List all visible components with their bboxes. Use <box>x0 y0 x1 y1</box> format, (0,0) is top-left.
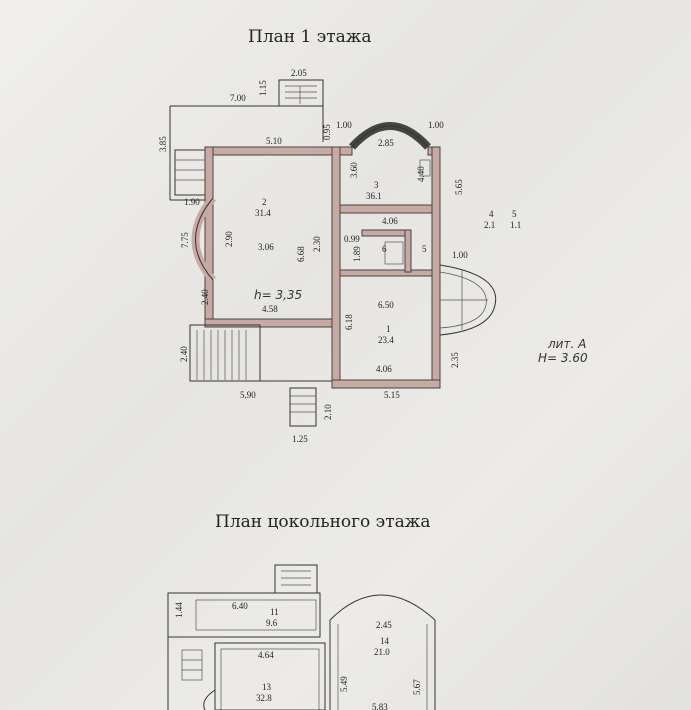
height-note: h= 3,35 <box>254 288 302 302</box>
room-number: 1 <box>386 324 391 334</box>
dim-label: 5.90 <box>240 390 256 400</box>
room-area: 21.0 <box>374 647 390 657</box>
dim-label: 4.06 <box>376 364 392 374</box>
bottom-porch <box>289 387 317 427</box>
lit-label: лит. А <box>547 337 586 351</box>
dim-label: 4.64 <box>258 650 274 660</box>
dim-label: 3.06 <box>258 242 274 252</box>
dim-label: 6.68 <box>296 246 306 262</box>
spiral-stair <box>439 264 497 336</box>
dim-label: 3.60 <box>349 162 359 178</box>
bath-fixture <box>384 241 404 265</box>
dim-label: 5.83 <box>372 702 388 710</box>
dim-label: 2.85 <box>378 138 394 148</box>
dim-label: 0.99 <box>344 234 360 244</box>
dim-label: 1.89 <box>352 246 362 262</box>
dim-label: 6.50 <box>378 300 394 310</box>
room-number: 6 <box>382 244 387 254</box>
dim-label: 2.30 <box>312 236 322 252</box>
plan2-title: План цокольного этажа <box>215 512 431 532</box>
room-number: 11 <box>270 607 279 617</box>
room-area: 23.4 <box>378 335 394 345</box>
dim-label: 1.00 <box>428 120 444 130</box>
dim-label: 5.65 <box>454 179 464 195</box>
room-number: 2 <box>262 197 267 207</box>
room-area: 1.1 <box>510 220 521 230</box>
dim-label: 2.90 <box>224 231 234 247</box>
room-area: 32.8 <box>256 693 272 703</box>
room-number: 4 <box>489 209 494 219</box>
dim-label: 0.95 <box>322 124 332 140</box>
lit-height: H= 3.60 <box>538 351 588 365</box>
dim-label: 4.06 <box>382 216 398 226</box>
room-area: 2.1 <box>484 220 495 230</box>
dim-label: 1.00 <box>336 120 352 130</box>
room-number: 5 <box>512 209 517 219</box>
dim-label: 2.10 <box>323 404 333 420</box>
dim-label: 5.49 <box>339 676 349 692</box>
dim-label: 1.44 <box>174 602 184 618</box>
dim-label: 5.10 <box>266 136 282 146</box>
top-porch <box>278 79 324 107</box>
room-area: 36.1 <box>366 191 382 201</box>
room-number: 3 <box>374 180 379 190</box>
dim-label: 1.90 <box>184 197 200 207</box>
dim-label: 2.40 <box>200 289 210 305</box>
room-number: 5 <box>422 244 427 254</box>
dim-label: 7.00 <box>230 93 246 103</box>
lower-left-stairs <box>189 324 261 382</box>
dim-label: 6.18 <box>344 314 354 330</box>
room-area: 31.4 <box>255 208 271 218</box>
dim-label: 5.67 <box>412 679 422 695</box>
dim-label: 7.75 <box>180 232 190 248</box>
dim-label: 3.85 <box>158 136 168 152</box>
dim-label: 1.15 <box>258 80 268 96</box>
room-number: 13 <box>262 682 272 692</box>
main-walls <box>204 122 441 389</box>
dim-label: 1.25 <box>292 434 308 444</box>
dim-label: 2.05 <box>291 68 307 78</box>
dim-label: 6.40 <box>232 601 248 611</box>
basement-walls <box>167 564 436 710</box>
left-stairs <box>174 149 206 196</box>
dim-label: 2.45 <box>376 620 392 630</box>
kitchen-fixture <box>419 159 431 177</box>
dim-label: 5.15 <box>384 390 400 400</box>
dim-label: 1.00 <box>452 250 468 260</box>
room-area: 9.6 <box>266 618 278 628</box>
dim-label: 4.58 <box>262 304 278 314</box>
dim-label: 4.40 <box>416 166 426 182</box>
terrace-outline <box>170 105 324 142</box>
plan1-title: План 1 этажа <box>248 27 372 47</box>
dim-label: 2.40 <box>179 346 189 362</box>
room-number: 14 <box>380 636 390 646</box>
dim-label: 2.35 <box>450 352 460 368</box>
